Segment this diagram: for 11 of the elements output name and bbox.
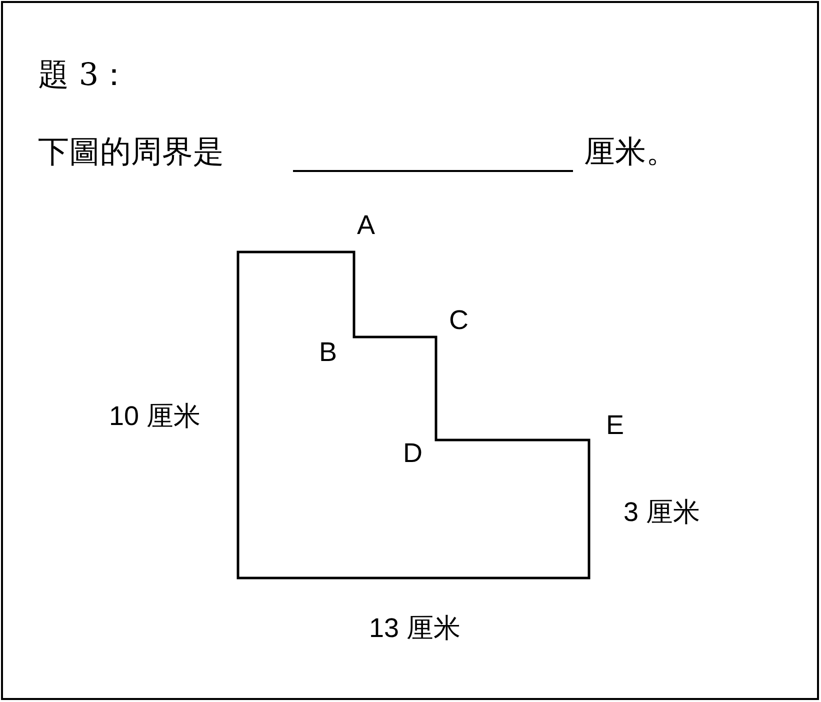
vertex-label: E: [606, 412, 624, 438]
vertex-label: C: [449, 306, 468, 334]
vertex-label: B: [319, 338, 338, 366]
dimension-label: 13 厘米: [369, 614, 461, 642]
dimension-label: 10 厘米: [109, 402, 201, 430]
dimension-label: 3 厘米: [624, 498, 700, 526]
vertex-label: D: [403, 440, 422, 466]
question-number: 題 3：: [38, 60, 130, 90]
unit-text: 厘米。: [584, 136, 677, 168]
question-text: 下圖的周界是: [38, 136, 224, 168]
vertex-label: A: [357, 212, 376, 238]
